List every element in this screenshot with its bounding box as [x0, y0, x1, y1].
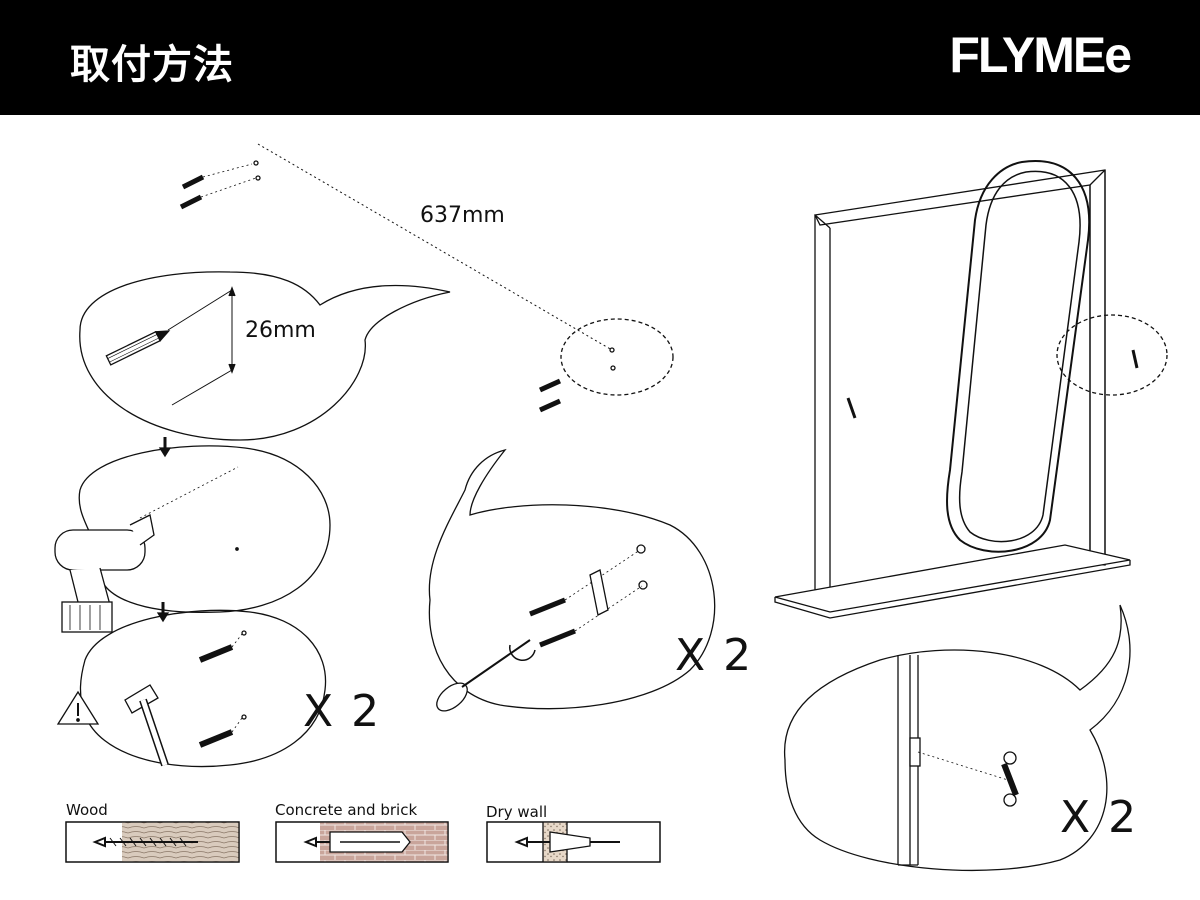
- anchor-screw-2: [198, 714, 247, 748]
- anchor-count-label: X 2: [303, 686, 382, 737]
- brand-logo: FLYMEe: [949, 27, 1132, 83]
- header-bar: 取付方法 FLYMEe: [0, 0, 1200, 115]
- drywall-detail: [486, 821, 661, 863]
- drill-icon: [54, 514, 155, 633]
- mirror-hook-circle: [1056, 314, 1168, 396]
- drywall-label: Dry wall: [486, 803, 548, 821]
- hang-hook-icon: [1001, 751, 1019, 807]
- hook-bracket: [589, 569, 609, 616]
- hook-count-label: X 2: [675, 630, 754, 681]
- hook-bubble: [428, 448, 716, 710]
- hang-count-label: X 2: [1060, 792, 1139, 843]
- mirror-illustration: [774, 160, 1139, 619]
- hang-bubble: [783, 604, 1131, 872]
- concrete-detail: [275, 821, 449, 863]
- drill-bubble: [78, 445, 331, 614]
- drill-depth-label: 26mm: [245, 318, 316, 343]
- hammer-icon: [124, 684, 169, 767]
- page-title: 取付方法: [70, 42, 234, 88]
- screw-pair-top-right: [538, 378, 562, 413]
- hole-detail-circle: [560, 318, 674, 396]
- wood-label: Wood: [66, 801, 108, 819]
- hole-spacing-line: [257, 143, 613, 351]
- screwdriver-icon: [436, 639, 536, 712]
- hook-screws: [529, 544, 648, 648]
- screw-pair-top-left: [179, 160, 261, 210]
- pencil-bubble: [79, 271, 451, 441]
- warning-icon: [56, 690, 100, 725]
- anchor-screw-1: [198, 630, 247, 663]
- pencil-icon: [105, 330, 171, 366]
- concrete-label: Concrete and brick: [275, 801, 418, 819]
- wood-detail: [65, 821, 240, 863]
- hole-spacing-label: 637mm: [420, 203, 505, 228]
